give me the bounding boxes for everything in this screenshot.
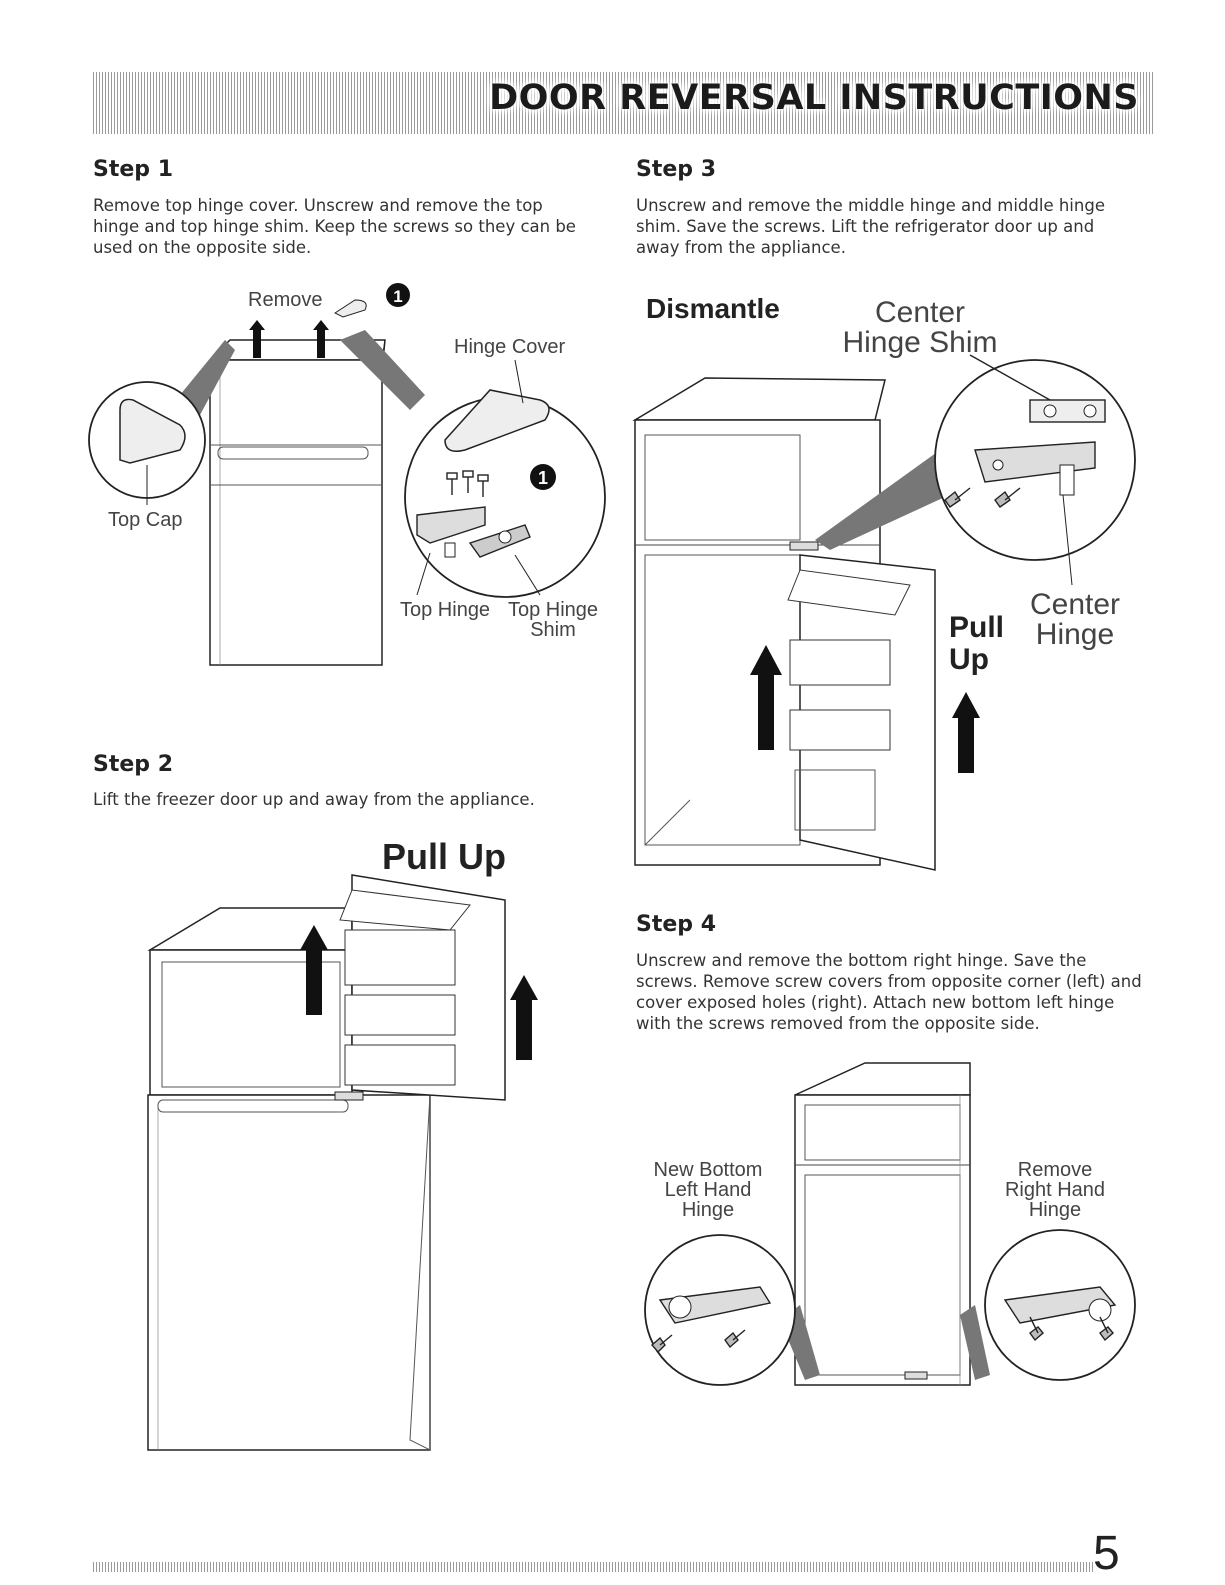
step-4-text: Unscrew and remove the bottom right hing… — [636, 951, 1142, 1033]
top-cap-label: Top Cap — [108, 509, 183, 531]
dismantle-label: Dismantle — [646, 293, 780, 324]
marker-1-icon: 1 — [538, 468, 548, 488]
step-3-heading: Step 3 — [636, 157, 716, 182]
remove-label: Remove — [248, 289, 323, 311]
pull-up-label: Pull Up — [949, 611, 1005, 676]
new-bottom-left-hinge-label: New Bottom Left Hand Hinge — [653, 1159, 763, 1221]
top-hinge-shim-label: Top Hinge Shim — [507, 599, 599, 641]
center-hinge-shim-label: Center Hinge Shim — [842, 296, 998, 359]
figure-3-illustration — [632, 354, 1136, 871]
step-1-text: Remove top hinge cover. Unscrew and remo… — [93, 196, 576, 257]
step-2-heading: Step 2 — [93, 752, 173, 777]
header-band: DOOR REVERSAL INSTRUCTIONS — [93, 72, 1153, 134]
remove-right-hand-hinge-label: Remove Right Hand Hinge — [1004, 1159, 1106, 1221]
step-3-text: Unscrew and remove the middle hinge and … — [636, 196, 1105, 257]
pull-up-label: Pull Up — [382, 836, 506, 877]
marker-1-icon: 1 — [393, 287, 402, 306]
center-hinge-label: Center Hinge — [1030, 588, 1121, 651]
hinge-cover-label: Hinge Cover — [454, 336, 566, 358]
top-hinge-label: Top Hinge — [400, 599, 491, 621]
step-4-heading: Step 4 — [636, 912, 716, 937]
footer-band — [93, 1562, 1093, 1572]
figure-2-illustration — [147, 874, 538, 1451]
figure-4-illustration — [644, 1062, 1136, 1386]
page-title: DOOR REVERSAL INSTRUCTIONS — [489, 78, 1139, 118]
page-number: 5 — [1093, 1527, 1120, 1580]
step-2-text: Lift the freezer door up and away from t… — [93, 790, 535, 809]
figure-1-illustration: 1 1 — [88, 283, 606, 666]
step-1-heading: Step 1 — [93, 157, 173, 182]
